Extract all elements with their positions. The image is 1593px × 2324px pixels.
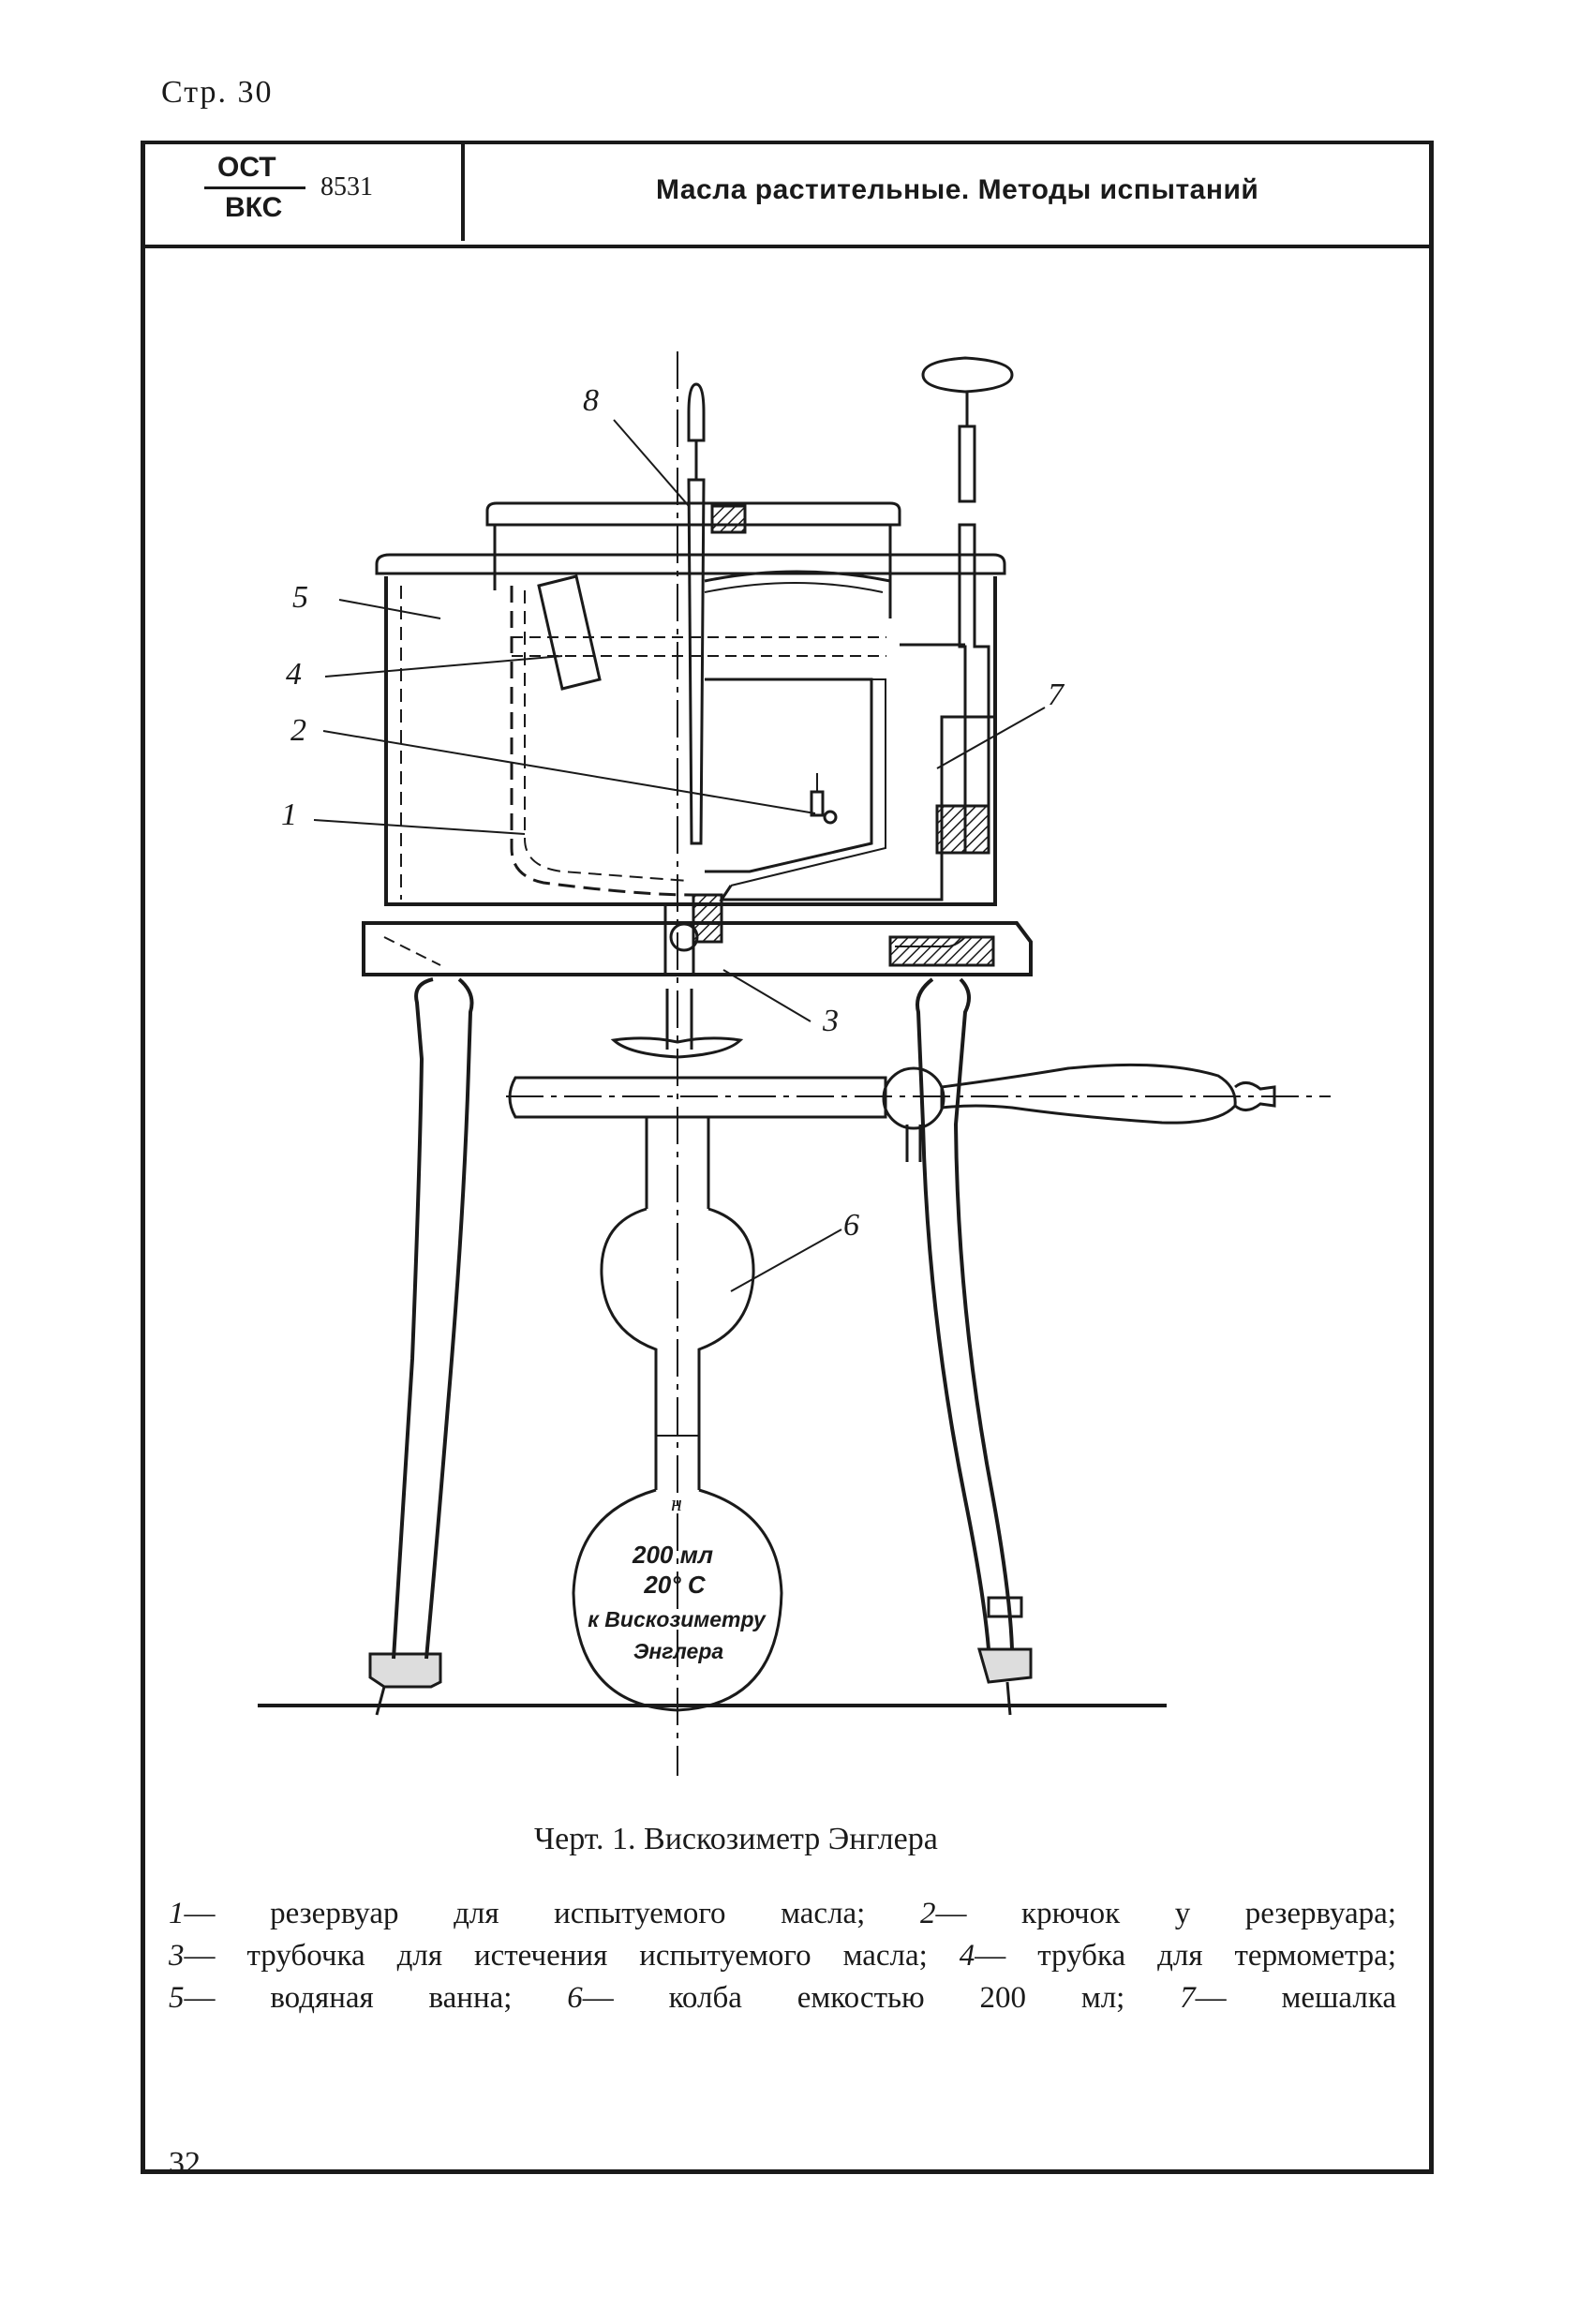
standard-code-fraction-line [204,186,305,189]
water-bath [375,553,1006,906]
page-number-bottom: 32 [169,2146,201,2181]
standard-number: 8531 [320,172,373,201]
label-2: 2 [290,713,306,748]
outlet-tube [663,904,699,1050]
reservoir-hook [810,773,838,825]
label-5: 5 [292,580,308,615]
legend-item: 7— мешалка [1180,1981,1397,2015]
leader-lines [313,419,1046,1292]
standard-code-bottom: ВКС [225,192,283,223]
support-ring [506,1036,1331,1162]
base-bracket [888,935,995,967]
page-frame [141,141,1434,2174]
header-divider [461,142,465,241]
base-plate [362,921,1033,976]
oil-reservoir [485,501,993,904]
legend-item: 4— трубка для термометра; [959,1939,1396,1973]
flask-temperature-text: 20° С [643,1571,707,1599]
label-1: 1 [281,797,297,832]
legend-item: 5— водяная ванна; [169,1981,513,2015]
label-8: 8 [583,383,599,418]
header-band [141,141,1434,248]
tripod-legs [392,977,1014,1660]
label-3: 3 [822,1004,839,1038]
flask-device-text: Энглера [633,1639,724,1663]
page-number-top: Стр. 30 [161,75,274,110]
stirrer [900,356,1014,855]
leg-feet [368,1596,1033,1716]
stirrer-clamp [935,804,990,855]
figure-caption: Черт. 1. Вискозиметр Энглера [534,1822,938,1856]
engler-viscometer-drawing: 5 4 2 1 3 6 7 8 н 200 мл 20° С к Вискози… [258,351,1331,1776]
thermometer-tube [537,382,706,845]
legend-item: 2— крючок у резервуара; [919,1897,1396,1930]
flask-purpose-text: к Вискозиметру [588,1607,767,1631]
top-clamp [710,504,747,534]
legend-item: 1— резервуар для испытуемого масла; [169,1897,866,1930]
receiving-flask [572,1117,783,1712]
figure-legend: 1— резервуар для испытуемого масла; 2— к… [169,1893,1396,2019]
flask-mark-label: н [671,1492,682,1516]
header-title: Масла растительные. Методы испытаний [656,174,1259,205]
flask-volume-text: 200 мл [632,1541,713,1569]
standard-code-top: ОСТ [217,152,276,183]
legend-item: 6— колба емкостью 200 мл; [567,1981,1125,2015]
label-6: 6 [843,1208,859,1243]
legend-item: 3— трубочка для истечения испытуемого ма… [169,1939,928,1973]
label-4: 4 [286,657,302,692]
label-7: 7 [1048,678,1065,712]
